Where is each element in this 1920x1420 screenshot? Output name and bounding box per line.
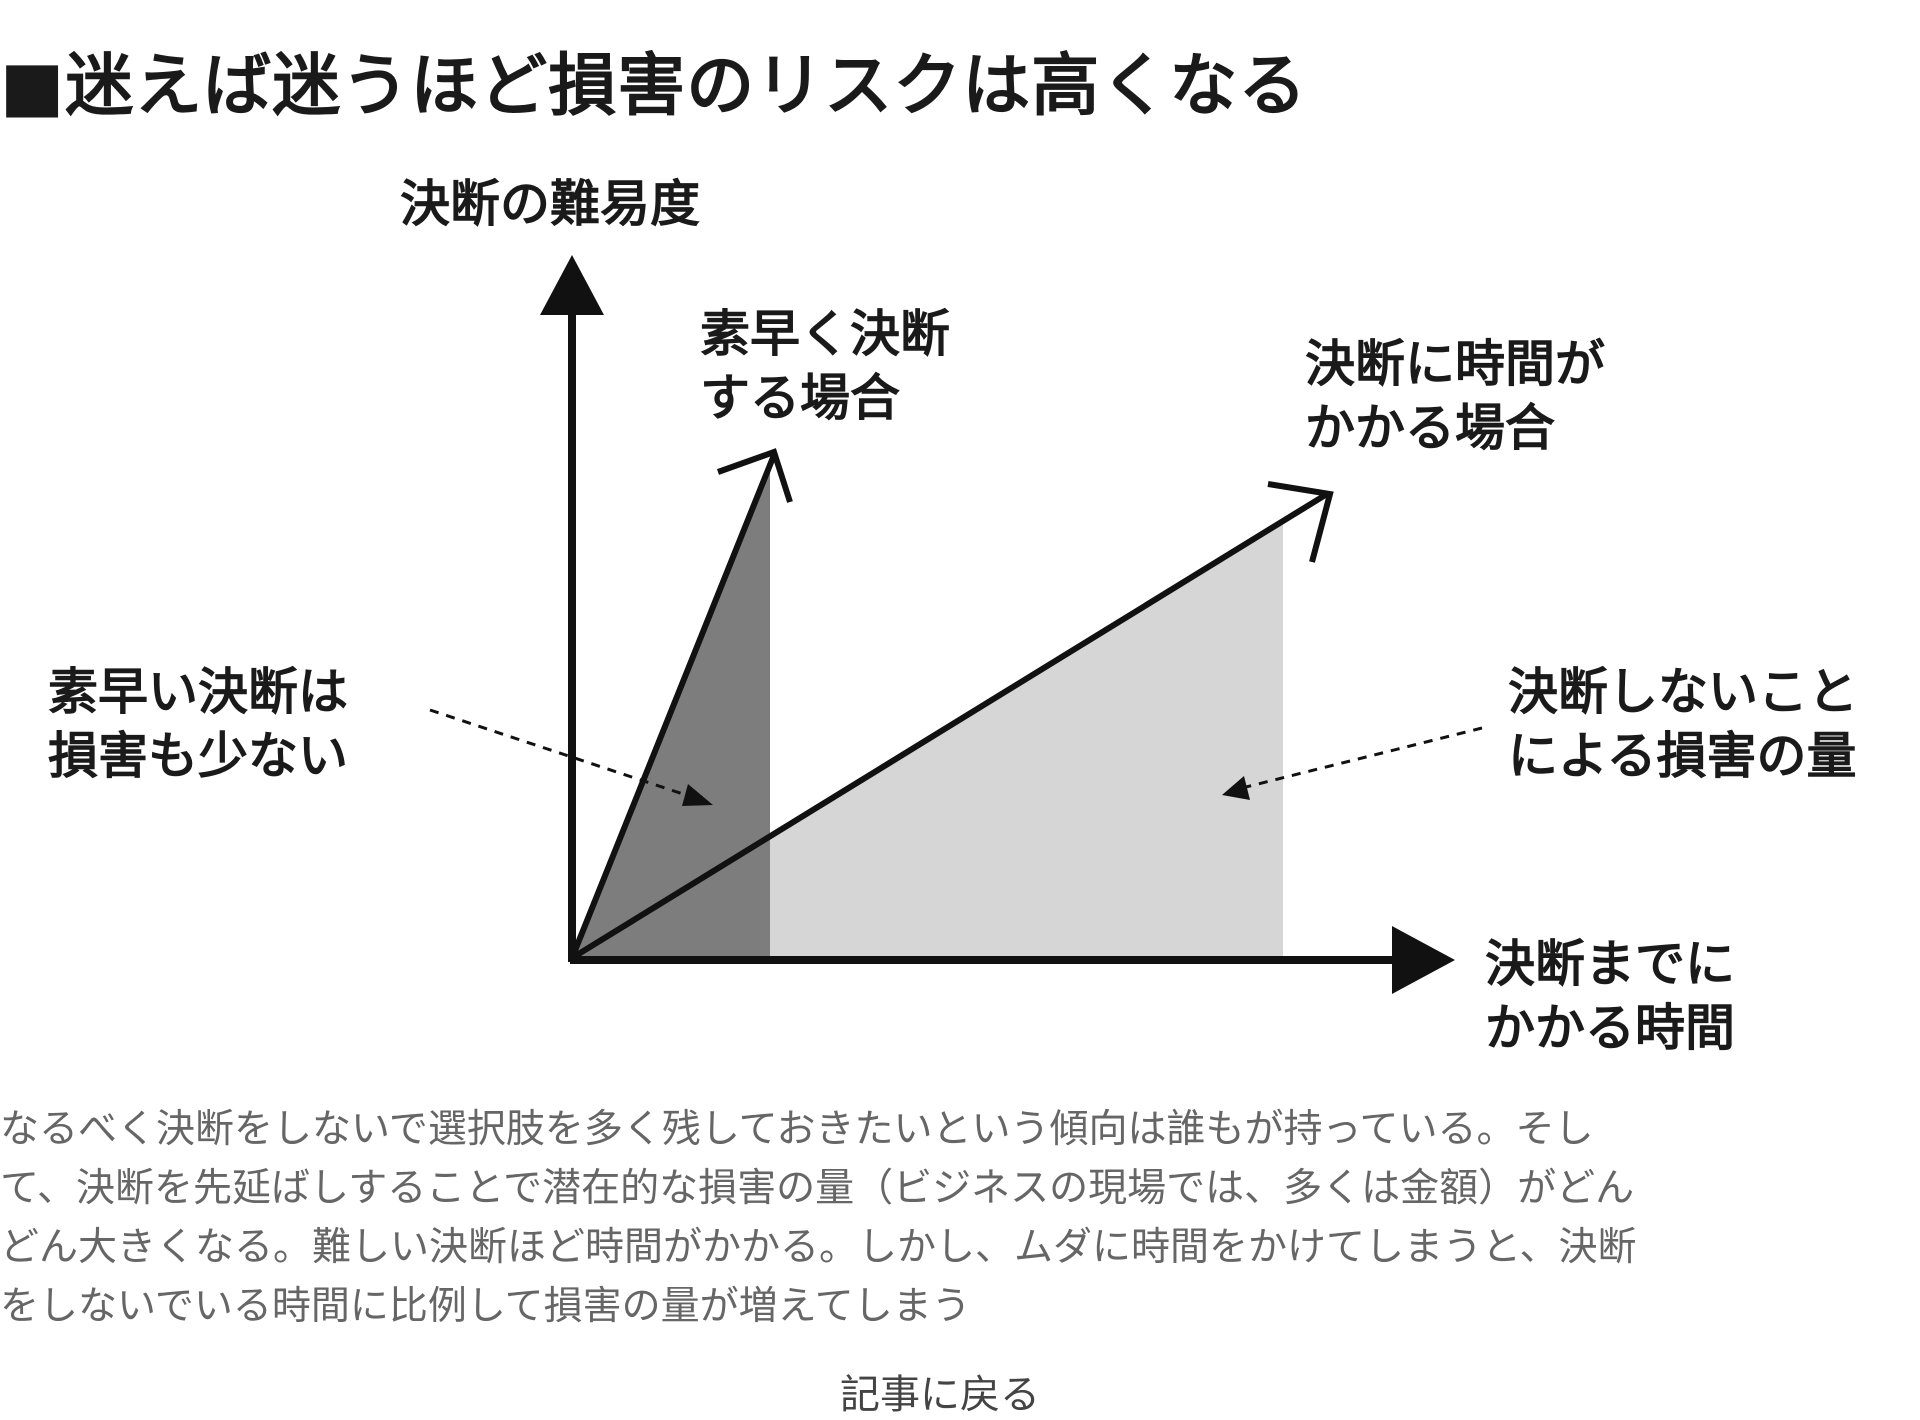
x-axis-arrowhead xyxy=(1392,926,1455,994)
fast-area-pointer-head xyxy=(682,784,713,806)
fast-decision-arrow xyxy=(569,453,777,960)
slow-decision-arrowhead xyxy=(1267,481,1334,563)
y-axis-label: 決断の難易度 xyxy=(400,175,700,233)
figure-caption: なるべく決断をしないで選択肢を多く残しておきたいという傾向は誰もが持っている。そ… xyxy=(0,1107,1637,1329)
slow-area-pointer-head xyxy=(1222,776,1250,800)
fast-area-pointer xyxy=(429,708,696,800)
decision-diagram xyxy=(429,255,1483,994)
fast-area-label: 素早い決断は 損害も少ない xyxy=(48,663,348,785)
back-to-article-link[interactable]: 記事に戻る xyxy=(840,1372,1040,1418)
slow-area-label: 決断しないこと による損害の量 xyxy=(1508,663,1858,785)
slow-decision-arrow xyxy=(570,491,1329,961)
figure-title: ■迷えば迷うほど損害のリスクは高くなる xyxy=(0,47,1308,126)
x-axis-label: 決断までに かかる時間 xyxy=(1485,935,1735,1057)
slow-area-pointer xyxy=(1241,726,1483,790)
y-axis-arrowhead xyxy=(540,255,604,315)
fast-decision-arrowhead xyxy=(716,448,793,503)
slow-arrow-label: 決断に時間が かかる場合 xyxy=(1305,335,1605,457)
fast-arrow-label: 素早く決断 する場合 xyxy=(700,305,950,427)
